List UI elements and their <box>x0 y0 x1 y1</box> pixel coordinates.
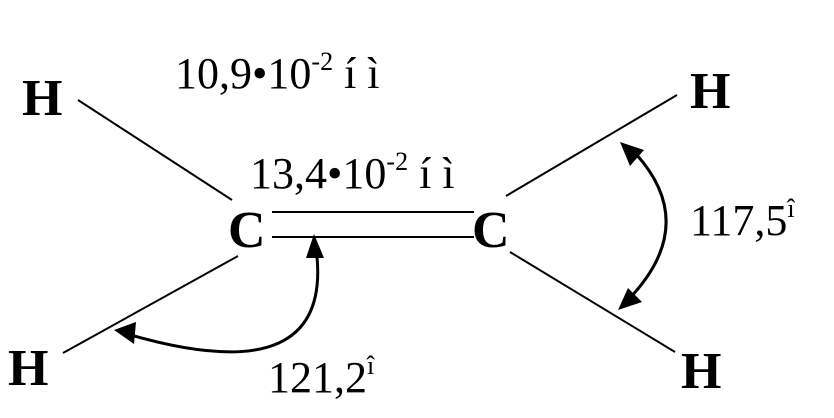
hcc-arrowhead-top-icon <box>306 234 324 258</box>
ch-bond-exponent: -2 <box>311 47 333 76</box>
hch-angle-arc <box>626 152 668 302</box>
atom-h-top-right: H <box>690 63 730 120</box>
cc-bond-unit: í ì <box>408 149 454 198</box>
hch-arrowhead-top-icon <box>620 142 644 166</box>
atom-c-right: C <box>472 202 510 259</box>
hcc-arrowhead-left-icon <box>114 322 136 344</box>
hch-angle-value: 117,5 <box>690 196 787 245</box>
ch-bond-unit: í ì <box>333 49 379 98</box>
bond-h-top-left <box>77 99 233 201</box>
atom-h-bottom-left: H <box>8 340 48 397</box>
cc-bond-length-label: 13,4•10-2 í ì <box>250 147 455 198</box>
hcc-angle-arc <box>126 247 320 354</box>
cc-bond-mantissa: 13,4•10 <box>250 149 386 198</box>
cc-bond-exponent: -2 <box>386 147 408 176</box>
ch-bond-mantissa: 10,9•10 <box>175 49 311 98</box>
hch-angle-degree: î <box>786 194 795 223</box>
bond-h-bottom-left <box>62 255 239 354</box>
bond-h-top-right <box>505 94 678 197</box>
hcc-angle-value: 121,2 <box>268 353 367 402</box>
bond-h-bottom-right <box>509 251 676 353</box>
atom-c-left: C <box>228 202 266 259</box>
hcc-angle-label: 121,2î <box>268 351 375 402</box>
atom-h-bottom-right: H <box>681 343 721 400</box>
hch-angle-label: 117,5î <box>690 194 795 245</box>
ch-bond-length-label: 10,9•10-2 í ì <box>175 47 380 98</box>
hcc-angle-degree: î <box>366 351 375 380</box>
hch-arrowhead-bottom-icon <box>618 288 642 310</box>
atom-h-top-left: H <box>22 70 62 127</box>
